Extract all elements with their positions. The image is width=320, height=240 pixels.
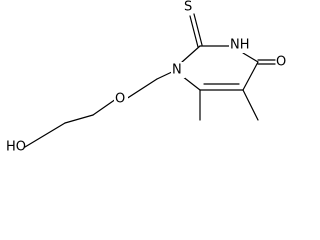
chemical-structure: HO O N S NH O	[6, 0, 286, 155]
atom-ether-oxygen: O	[115, 92, 125, 107]
bond-c2-s-b	[193, 13, 203, 46]
bond-c2-s-a	[189, 15, 199, 48]
bond-c-c-chain	[64, 114, 94, 124]
atom-ring-nitrogen-1: N	[172, 63, 182, 78]
bond-c6-n1	[181, 75, 201, 91]
atom-hydroxyl: HO	[6, 140, 26, 155]
atom-ring-nh: NH	[230, 38, 250, 53]
atom-labels: HO O N S NH O	[6, 0, 286, 155]
bond-c5-methyl	[242, 89, 259, 121]
bond-n1-c2	[181, 45, 201, 63]
bonds	[24, 13, 276, 148]
bond-c4-c5	[242, 61, 259, 91]
atom-carbonyl-oxygen: O	[276, 55, 286, 70]
bond-c-o-ether	[92, 98, 117, 116]
bond-o-c-linker	[125, 78, 158, 100]
bond-n3-c4	[242, 52, 259, 63]
atom-sulfur: S	[184, 0, 192, 15]
bond-ho-c	[24, 122, 66, 148]
